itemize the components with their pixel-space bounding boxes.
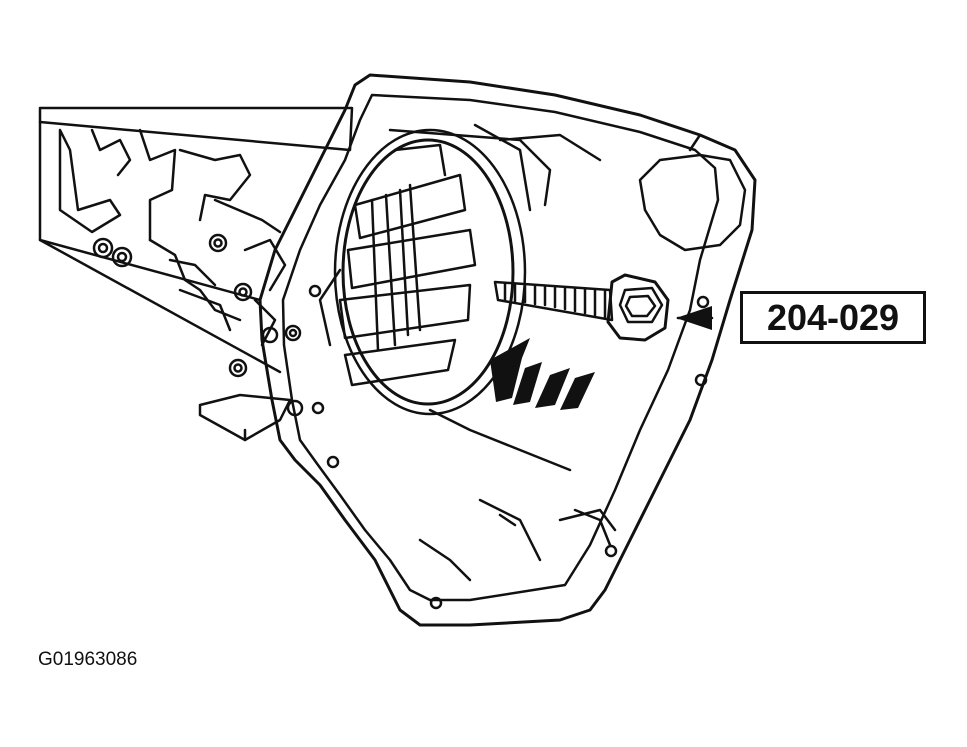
clutch-drum-assembly — [318, 128, 527, 416]
tool-number-label: 204-029 — [766, 297, 900, 338]
direction-arrow — [490, 338, 595, 410]
bell-housing — [258, 73, 757, 627]
tool-number-callout: 204-029 — [740, 291, 926, 344]
transmission-case-body — [38, 106, 354, 442]
callout-pointer-arrow — [676, 306, 714, 330]
figure-id-label: G01963086 — [38, 649, 138, 670]
bolt-tool — [493, 273, 670, 342]
